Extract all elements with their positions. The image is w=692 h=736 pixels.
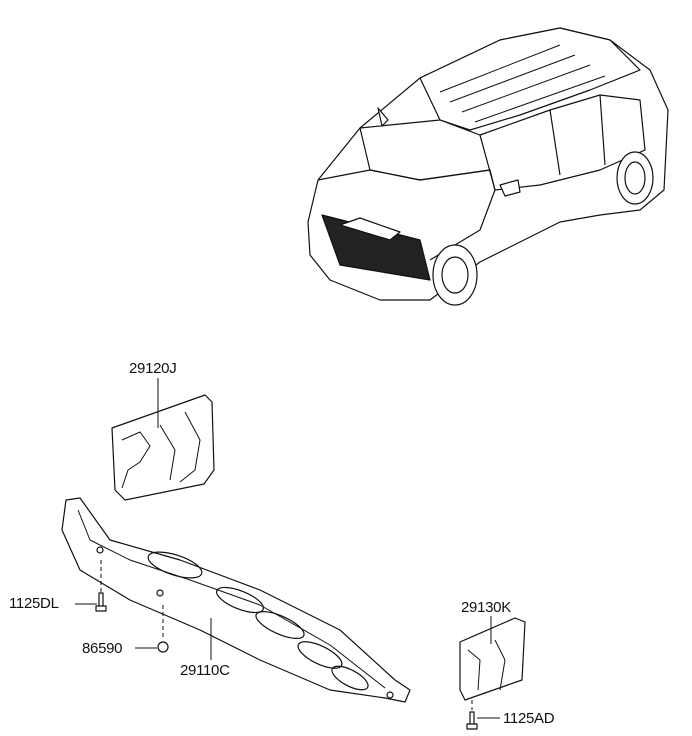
bracket-29120j: [111, 378, 215, 501]
part-label-29130k: 29130K: [461, 599, 511, 616]
part-label-29120j: 29120J: [129, 360, 177, 377]
part-label-1125dl: 1125DL: [9, 595, 59, 612]
bracket-29130k: [459, 616, 526, 701]
under-cover-29110c: [61, 497, 411, 703]
vehicle-illustration: [307, 27, 669, 306]
fasteners: [75, 560, 500, 730]
part-label-1125ad: 1125AD: [503, 710, 555, 727]
part-label-86590: 86590: [82, 640, 123, 657]
part-label-29110c: 29110C: [180, 662, 230, 679]
